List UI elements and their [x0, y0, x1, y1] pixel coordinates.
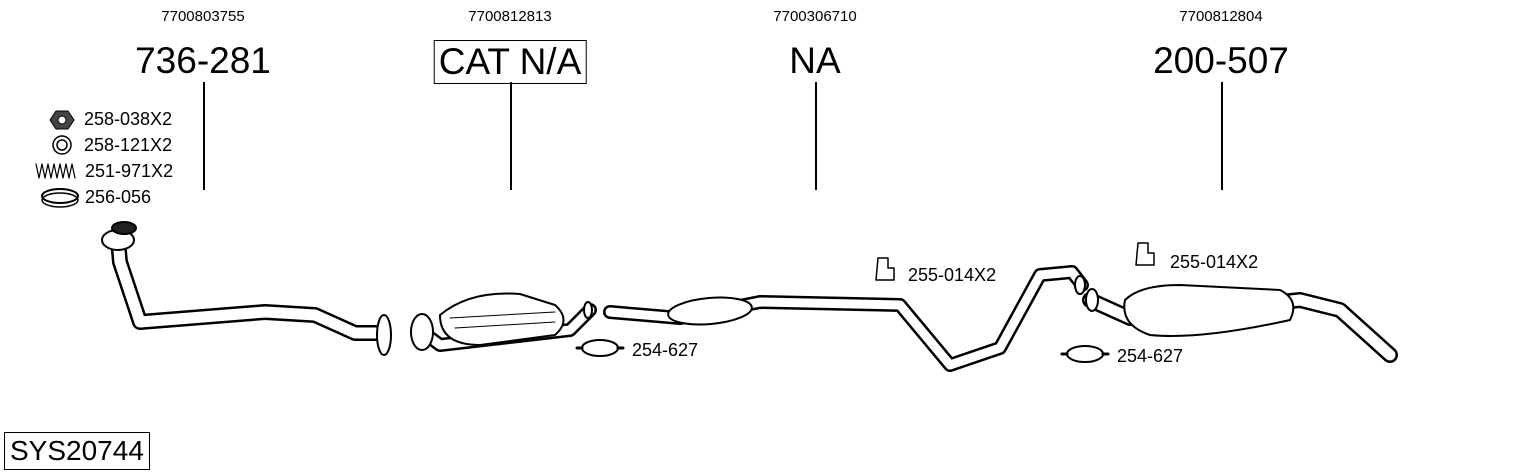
gasket-ring-icon	[41, 188, 79, 208]
rubber-hanger-icon	[1135, 242, 1155, 266]
fitting-label: 254-627	[1117, 346, 1184, 366]
leader-line	[815, 82, 817, 190]
part-number-boxed: CAT N/A	[433, 40, 587, 84]
fitting-label: 254-627	[632, 340, 699, 360]
fitting-label: 258-121X2	[84, 135, 173, 155]
fitting-label: 255-014X2	[1170, 252, 1259, 272]
leader-line	[510, 82, 512, 190]
system-id: SYS20744	[4, 432, 150, 470]
clamp-icon	[575, 339, 625, 357]
oe-number: 7700803755	[161, 8, 245, 25]
middle-silencer-drawing	[603, 265, 1089, 372]
oe-number: 7700812813	[468, 8, 552, 25]
fitting-label: 255-014X2	[908, 265, 997, 285]
spring-icon	[35, 163, 76, 179]
leader-line	[203, 82, 205, 190]
oe-number: 7700306710	[773, 8, 857, 25]
fitting-label: 258-038X2	[84, 109, 173, 129]
washer-ring-icon	[52, 135, 72, 155]
part-number: 736-281	[135, 40, 271, 81]
fitting-label: 251-971X2	[85, 161, 174, 181]
part-number: 200-507	[1153, 40, 1289, 81]
leader-line	[1221, 82, 1223, 190]
nut-icon	[49, 110, 75, 130]
front-pipe-drawing	[101, 221, 392, 356]
part-number: NA	[789, 40, 841, 81]
oe-number: 7700812804	[1179, 8, 1263, 25]
rubber-hanger-icon	[875, 257, 895, 281]
catalytic-converter-drawing	[410, 292, 597, 352]
clamp-icon	[1060, 345, 1110, 363]
fitting-label: 256-056	[85, 187, 152, 207]
rear-silencer-drawing	[1082, 284, 1398, 363]
